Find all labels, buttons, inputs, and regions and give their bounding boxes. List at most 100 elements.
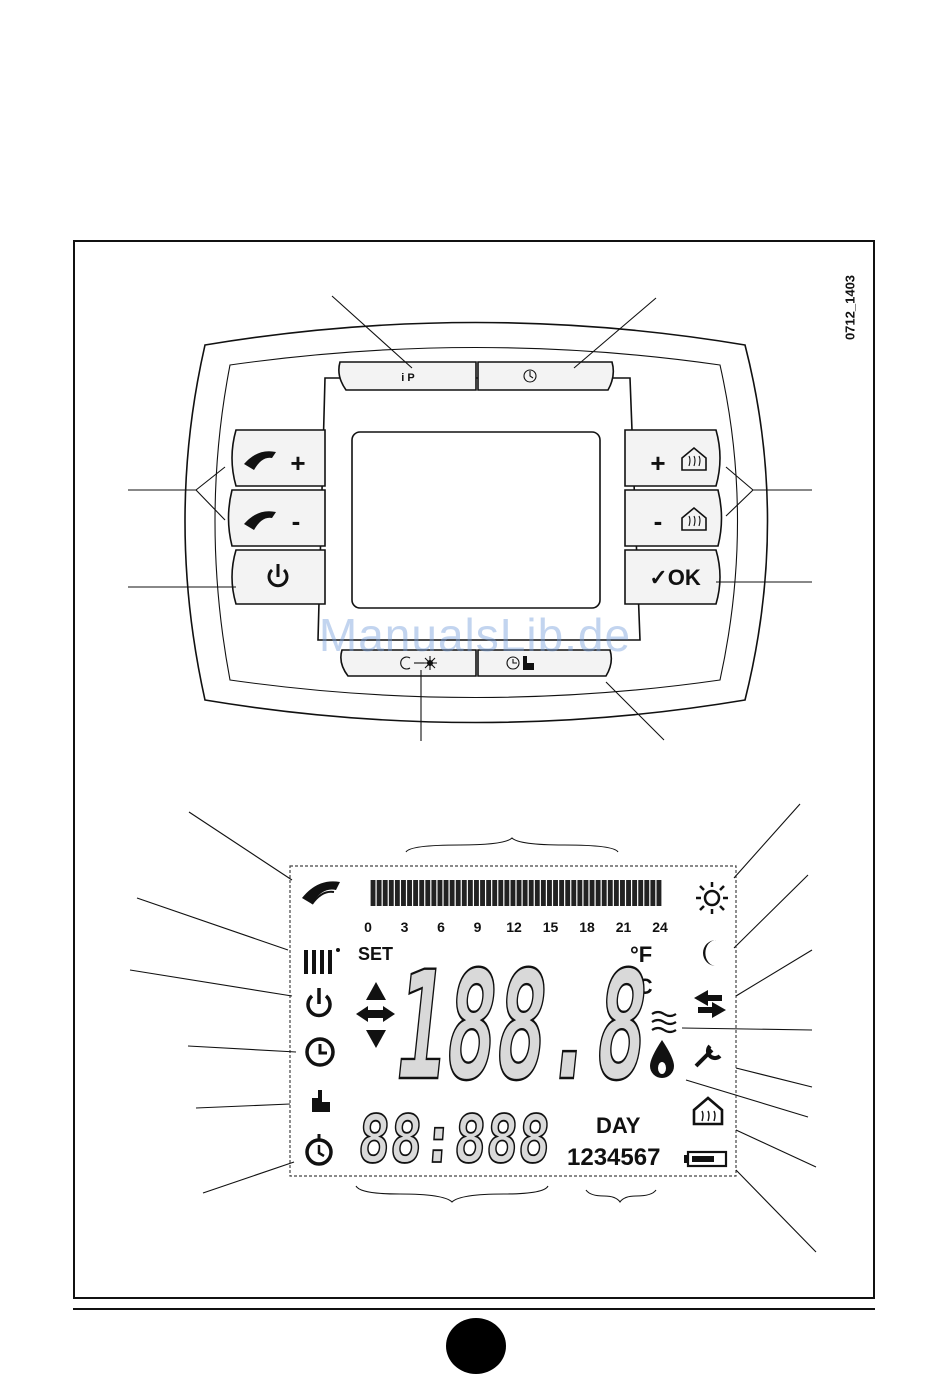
- timer-icon: [307, 1134, 331, 1164]
- bar-segment: [462, 880, 467, 906]
- hour-tick-label: 3: [401, 919, 409, 935]
- bar-segment: [553, 880, 558, 906]
- bar-segment: [450, 880, 455, 906]
- hour-bar-graph: [371, 880, 662, 906]
- bar-segment: [590, 880, 595, 906]
- hour-tick-label: 12: [506, 919, 522, 935]
- bar-segment: [602, 880, 607, 906]
- bar-segment: [468, 880, 473, 906]
- button-day-night[interactable]: [341, 650, 476, 676]
- button-timer[interactable]: [478, 362, 613, 390]
- bar-segment: [559, 880, 564, 906]
- bar-segment: [413, 880, 418, 906]
- ok-label: ✓OK: [649, 565, 701, 590]
- hour-tick-label: 21: [616, 919, 632, 935]
- ok-button[interactable]: ✓OK: [625, 550, 720, 604]
- bar-segment: [492, 880, 497, 906]
- set-label: SET: [358, 944, 393, 964]
- clock-icon: [307, 1039, 333, 1065]
- button-dhw-plus[interactable]: +: [232, 430, 325, 486]
- bar-segment: [511, 880, 516, 906]
- bar-segment: [638, 880, 643, 906]
- bar-segment: [523, 880, 528, 906]
- left-plus-label: +: [290, 448, 305, 478]
- bar-segment: [444, 880, 449, 906]
- battery-icon: [684, 1152, 726, 1166]
- hour-tick-label: 0: [364, 919, 372, 935]
- hour-tick-label: 9: [474, 919, 482, 935]
- button-heating-plus[interactable]: +: [625, 430, 720, 486]
- button-info-program-label: i P: [401, 372, 414, 384]
- bar-segment: [565, 880, 570, 906]
- bar-segment: [644, 880, 649, 906]
- main-temperature-digits: 188.8: [388, 939, 656, 1114]
- sun-icon: [696, 882, 728, 914]
- bar-segment: [438, 880, 443, 906]
- clock-digits: 88:888: [356, 1101, 553, 1178]
- bar-segment: [371, 880, 376, 906]
- bar-segment: [480, 880, 485, 906]
- bar-segment: [632, 880, 637, 906]
- bar-segment: [389, 880, 394, 906]
- exchange-arrows-icon: [694, 990, 726, 1018]
- bar-segment: [419, 880, 424, 906]
- bar-segment: [504, 880, 509, 906]
- bar-segment: [577, 880, 582, 906]
- bar-segment: [626, 880, 631, 906]
- radiator-icon: [304, 948, 340, 974]
- hour-tick-label: 15: [543, 919, 559, 935]
- bar-segment: [498, 880, 503, 906]
- bar-segment: [377, 880, 382, 906]
- wrench-icon: [696, 1046, 720, 1066]
- bar-segment: [431, 880, 436, 906]
- arrows-up-down-icon: [356, 982, 395, 1048]
- day-numbers: 1234567: [567, 1144, 660, 1171]
- bar-segment: [486, 880, 491, 906]
- power-icon: [308, 988, 330, 1015]
- bar-segment: [474, 880, 479, 906]
- brace-clock: [356, 1186, 548, 1202]
- button-info-program[interactable]: i P: [339, 362, 476, 390]
- bar-segment: [541, 880, 546, 906]
- bar-segment: [657, 880, 662, 906]
- bar-segment: [547, 880, 552, 906]
- bar-segment: [535, 880, 540, 906]
- button-heating-minus[interactable]: -: [625, 490, 722, 546]
- bar-segment: [620, 880, 625, 906]
- left-minus-label: -: [292, 506, 301, 536]
- screen: [352, 432, 600, 608]
- button-dhw-minus[interactable]: -: [229, 490, 326, 546]
- page-rule: [73, 1308, 875, 1310]
- bar-segment: [529, 880, 534, 906]
- bar-segment: [395, 880, 400, 906]
- brace-day: [586, 1190, 656, 1202]
- flame-icon: [650, 1040, 674, 1078]
- bar-segment: [517, 880, 522, 906]
- bar-segment: [571, 880, 576, 906]
- day-label: DAY: [596, 1113, 641, 1138]
- bar-segment: [407, 880, 412, 906]
- right-minus-label: -: [654, 506, 663, 536]
- bar-segment: [608, 880, 613, 906]
- brace-bar-graph: [406, 838, 618, 852]
- bar-segment: [614, 880, 619, 906]
- bar-segment: [584, 880, 589, 906]
- tap-icon: [302, 881, 340, 904]
- button-clock-manual[interactable]: [478, 650, 611, 676]
- page-number-dot: [446, 1318, 506, 1374]
- hour-tick-label: 24: [652, 919, 668, 935]
- hand-icon: [312, 1090, 330, 1112]
- right-plus-label: +: [650, 448, 665, 478]
- bar-segment: [456, 880, 461, 906]
- button-power[interactable]: [232, 550, 325, 604]
- bar-segment: [383, 880, 388, 906]
- bar-segment: [425, 880, 430, 906]
- house-heating-icon: [694, 1098, 722, 1124]
- bar-segment: [650, 880, 655, 906]
- bar-segment: [401, 880, 406, 906]
- bar-segment: [596, 880, 601, 906]
- hour-tick-label: 6: [437, 919, 445, 935]
- heat-waves-icon: [652, 1012, 676, 1032]
